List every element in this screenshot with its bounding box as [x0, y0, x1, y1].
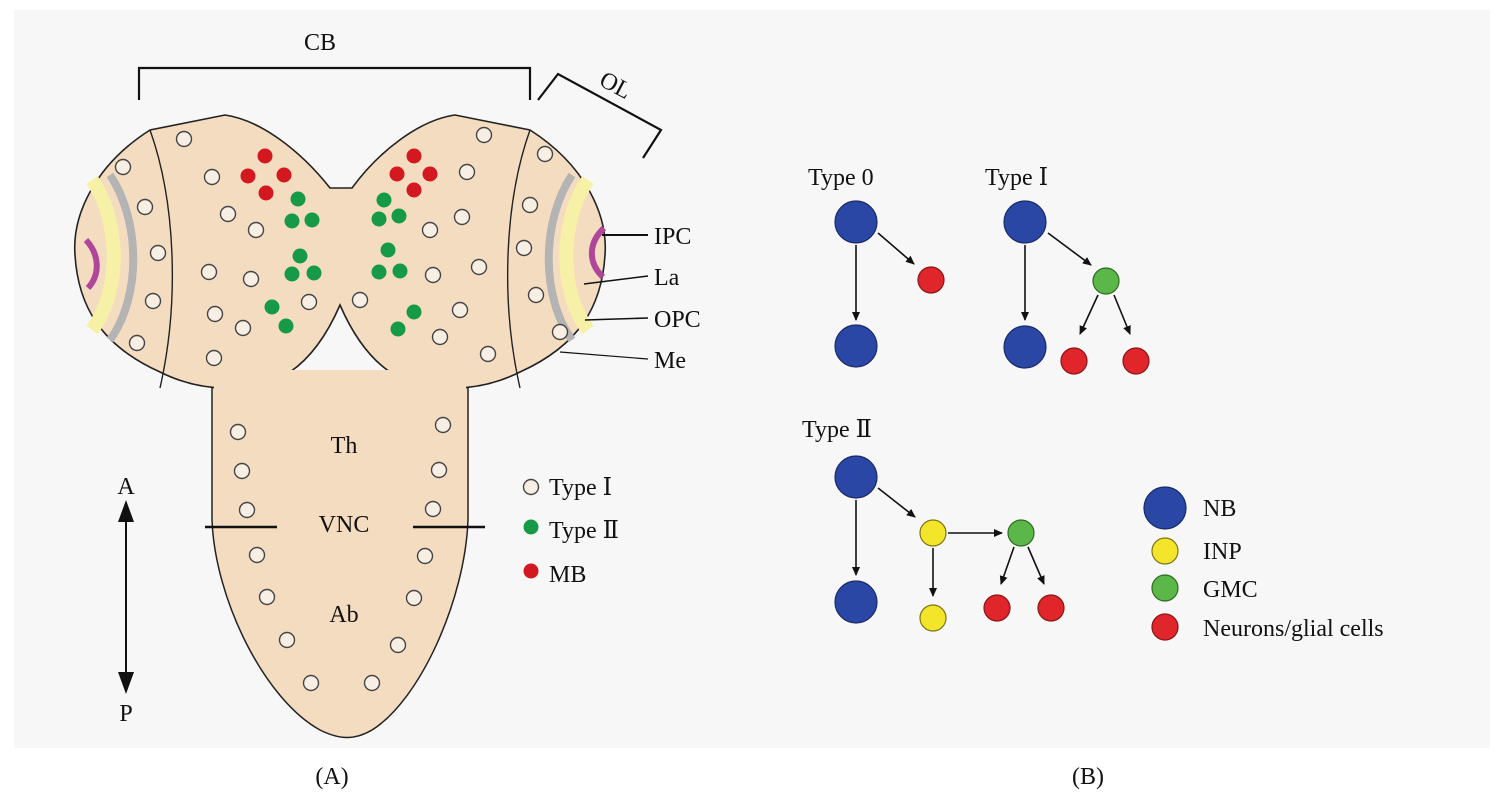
legend-neuron-circle [1151, 613, 1179, 641]
legend-nb-circle [1143, 486, 1187, 530]
legend-gmc-circle [1151, 574, 1179, 602]
thorax-label: Th [331, 433, 358, 459]
ol-bracket [537, 72, 663, 159]
type1-nb-renewed [1003, 325, 1047, 369]
type1-gmc [1092, 267, 1120, 295]
type2-arrow-neuron-right [1027, 546, 1045, 585]
type2-nb-renewed [834, 580, 878, 624]
legend-open-dot [522, 478, 540, 496]
cb-label: CB [304, 30, 336, 56]
type0-title: Type 0 [808, 165, 874, 191]
type1-arrow-neuron-right [1113, 294, 1131, 335]
type2-arrow-neuron-left [999, 546, 1015, 585]
mb-dots [240, 148, 438, 201]
type1-title: Type Ⅰ [985, 165, 1048, 191]
legend-green-dot [523, 519, 539, 535]
right-grey-band [544, 172, 576, 343]
caption-a: (A) [315, 764, 348, 790]
legend-type2-text: Type Ⅱ [549, 518, 619, 544]
type0-neuron [917, 266, 945, 294]
type2-gmc [1007, 519, 1035, 547]
type0-nb-renewed [834, 324, 878, 368]
type1-neuroblast-dots [114, 126, 569, 692]
me-leader [559, 351, 649, 360]
caption-b: (B) [1072, 764, 1104, 790]
type2-nb [834, 455, 878, 499]
left-yellow-band [86, 175, 121, 335]
cb-bracket [137, 66, 532, 100]
type1-neuron-right [1122, 347, 1150, 375]
panel-b: Type 0 Type Ⅰ Type Ⅱ [802, 165, 1384, 790]
legend-mb-text: MB [549, 562, 586, 588]
la-leader [583, 275, 649, 285]
legend-type1-text: Type Ⅰ [549, 475, 612, 501]
legend-inp-circle [1151, 537, 1179, 565]
vnc-label: VNC [319, 512, 370, 538]
left-grey-band [106, 172, 138, 343]
type1-neuron-left [1060, 347, 1088, 375]
posterior-label: P [119, 701, 132, 727]
anterior-label: A [117, 474, 135, 500]
legend-gmc-text: GMC [1203, 577, 1258, 603]
right-ol-boundary [506, 129, 531, 389]
type2-inp-renewed [919, 604, 947, 632]
right-ipc-arc [588, 225, 607, 280]
legend-nb-text: NB [1203, 496, 1236, 522]
type0-arrow-neuron [877, 232, 915, 265]
legend-red-dot [523, 563, 539, 579]
type1-arrow-gmc [1047, 232, 1092, 266]
type2-arrow-inp [877, 487, 916, 518]
type2-neuroblast-dots [264, 191, 422, 337]
type2-neuron-left [983, 594, 1011, 622]
type2-neuron-right [1037, 594, 1065, 622]
body-seam [214, 370, 466, 392]
type0-nb [834, 200, 878, 244]
posterior-arrowhead [118, 672, 134, 694]
panel-a: CB OL [73, 30, 701, 790]
me-label: Me [654, 348, 686, 374]
la-label: La [654, 265, 680, 291]
left-ol-boundary [149, 129, 174, 389]
abdomen-label: Ab [329, 602, 358, 628]
anterior-arrowhead [118, 500, 134, 522]
opc-leader [584, 317, 649, 321]
legend-inp-text: INP [1203, 539, 1242, 565]
type1-arrow-neuron-left [1079, 294, 1099, 335]
right-yellow-band [559, 175, 594, 335]
type2-title: Type Ⅱ [802, 417, 872, 443]
left-ipc-arc [83, 237, 100, 291]
opc-label: OPC [654, 307, 701, 333]
ipc-label: IPC [654, 224, 691, 250]
legend-neuron-text: Neurons/glial cells [1203, 616, 1384, 642]
type1-nb [1003, 200, 1047, 244]
type2-inp [919, 519, 947, 547]
